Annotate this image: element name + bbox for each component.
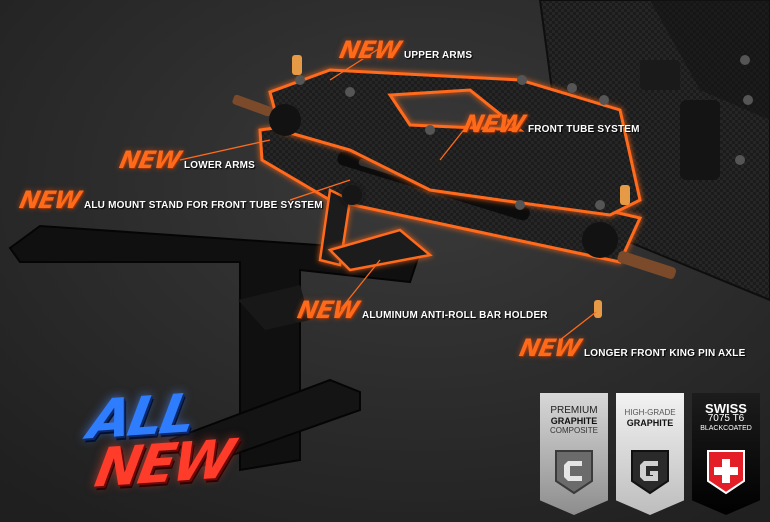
badge-line2: GRAPHITE bbox=[626, 418, 674, 428]
upper-arms bbox=[268, 68, 642, 217]
headline-new: NEW bbox=[90, 427, 237, 500]
badge-line2: 7075 T6 bbox=[707, 413, 745, 424]
badge-swiss-7075: SWISS 7075 T6 BLACKCOATED bbox=[692, 393, 760, 515]
callout-text: ALUMINUM ANTI-ROLL BAR HOLDER bbox=[361, 310, 548, 321]
c-letter-icon bbox=[555, 450, 593, 495]
leader-lines bbox=[179, 47, 597, 341]
badge-line1: SWISS bbox=[705, 401, 747, 416]
callout-front-tube-system: NEW FRONT TUBE SYSTEM bbox=[461, 110, 640, 138]
anti-roll-bar-holder bbox=[327, 185, 433, 272]
servo-block bbox=[640, 60, 720, 180]
new-tag: NEW bbox=[517, 334, 583, 362]
badge-line3: COMPOSITE bbox=[549, 426, 598, 435]
swiss-cross-icon bbox=[707, 450, 745, 495]
badge-high-grade-graphite: HIGH-GRADE GRAPHITE bbox=[616, 393, 684, 515]
callout-anti-roll-bar-holder: NEW ALUMINUM ANTI-ROLL BAR HOLDER bbox=[295, 296, 548, 324]
callout-upper-arms: NEW UPPER ARMS bbox=[337, 36, 473, 64]
callout-text: UPPER ARMS bbox=[403, 50, 473, 61]
g-letter-icon bbox=[631, 450, 669, 495]
king-pin-axle bbox=[232, 55, 677, 318]
callout-text: LONGER FRONT KING PIN AXLE bbox=[583, 348, 746, 359]
screws bbox=[295, 55, 753, 210]
new-tag: NEW bbox=[295, 296, 361, 324]
new-tag: NEW bbox=[461, 110, 527, 138]
callout-text: LOWER ARMS bbox=[183, 160, 256, 171]
badge-line3: BLACKCOATED bbox=[700, 425, 752, 432]
badge-line1: PREMIUM bbox=[550, 405, 598, 416]
callout-text: ALU MOUNT STAND FOR FRONT TUBE SYSTEM bbox=[83, 200, 323, 211]
callout-lower-arms: NEW LOWER ARMS bbox=[117, 146, 256, 174]
new-tag: NEW bbox=[337, 36, 403, 64]
new-tag: NEW bbox=[17, 186, 83, 214]
callout-king-pin-axle: NEW LONGER FRONT KING PIN AXLE bbox=[517, 334, 746, 362]
badge-line2: GRAPHITE bbox=[550, 416, 598, 426]
badge-premium-graphite: PREMIUM GRAPHITE COMPOSITE bbox=[540, 393, 608, 515]
badge-line1: HIGH-GRADE bbox=[624, 408, 676, 417]
callout-text: FRONT TUBE SYSTEM bbox=[527, 124, 640, 135]
callout-alu-mount-stand: NEW ALU MOUNT STAND FOR FRONT TUBE SYSTE… bbox=[17, 186, 323, 214]
new-tag: NEW bbox=[117, 146, 183, 174]
